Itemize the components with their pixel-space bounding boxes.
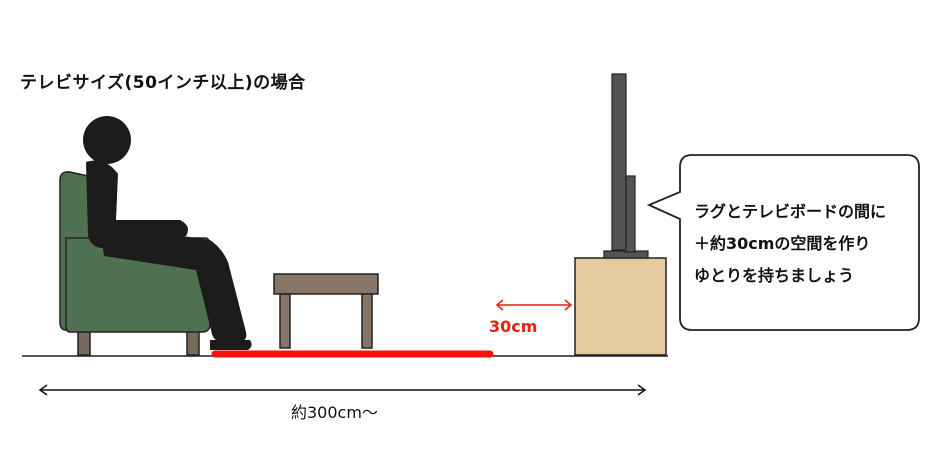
bubble-line: ＋約30cmの空間を作り (694, 234, 871, 253)
tv (603, 73, 649, 259)
bubble-line: ゆとりを持ちましょう (694, 266, 855, 285)
gap-label: 30cm (489, 317, 538, 336)
distance-label: 約300cm〜 (291, 403, 378, 422)
gap-arrow (495, 299, 573, 311)
distance-arrow (38, 384, 647, 396)
bubble-text: ラグとテレビボードの間に ＋約30cmの空間を作り ゆとりを持ちましょう (694, 196, 914, 292)
bubble-line: ラグとテレビボードの間に (694, 202, 887, 221)
side-table (273, 273, 379, 349)
speech-bubble (646, 154, 920, 331)
diagram-title: テレビサイズ(50インチ以上)の場合 (20, 73, 306, 93)
person-silhouette (83, 116, 252, 350)
tv-board (574, 257, 667, 356)
